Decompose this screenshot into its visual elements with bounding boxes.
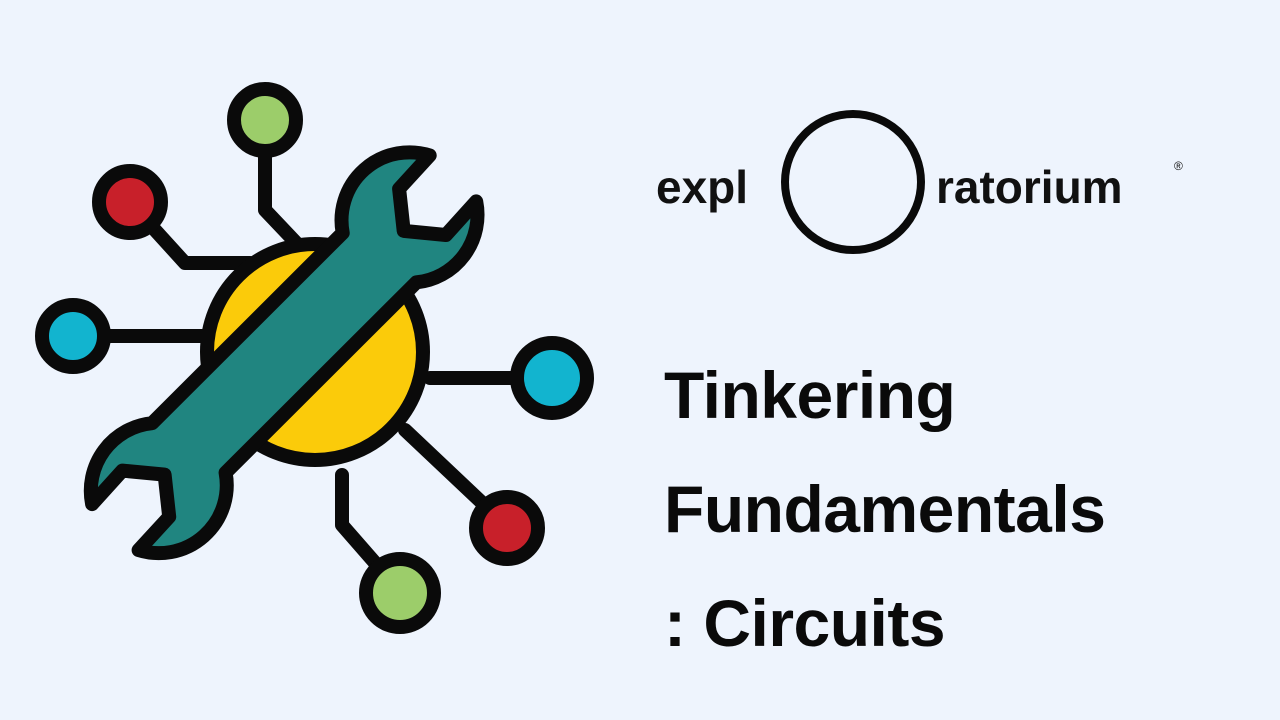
logo-registered-mark: ® [1174, 159, 1183, 173]
connector-line [398, 423, 502, 522]
logo-text-left: expl [656, 161, 748, 213]
logo-o-ring-icon [781, 110, 925, 254]
logo-text-right: ratorium [936, 161, 1123, 213]
blue-node-icon [35, 298, 111, 374]
title-line-2: Fundamentals [664, 472, 1106, 546]
exploratorium-logo: expl ratorium ® [656, 110, 1183, 254]
title-line-1: Tinkering [664, 358, 956, 432]
blue-node-icon [510, 336, 594, 420]
wrench-icon [83, 145, 485, 561]
red-node-icon [92, 164, 168, 240]
page-title: Tinkering Fundamentals : Circuits [664, 338, 1264, 680]
wrench-circuit-icon [35, 82, 594, 634]
title-line-3: : Circuits [664, 586, 946, 660]
green-node-icon [359, 552, 441, 634]
red-node-icon [469, 490, 545, 566]
green-node-icon [227, 82, 303, 158]
